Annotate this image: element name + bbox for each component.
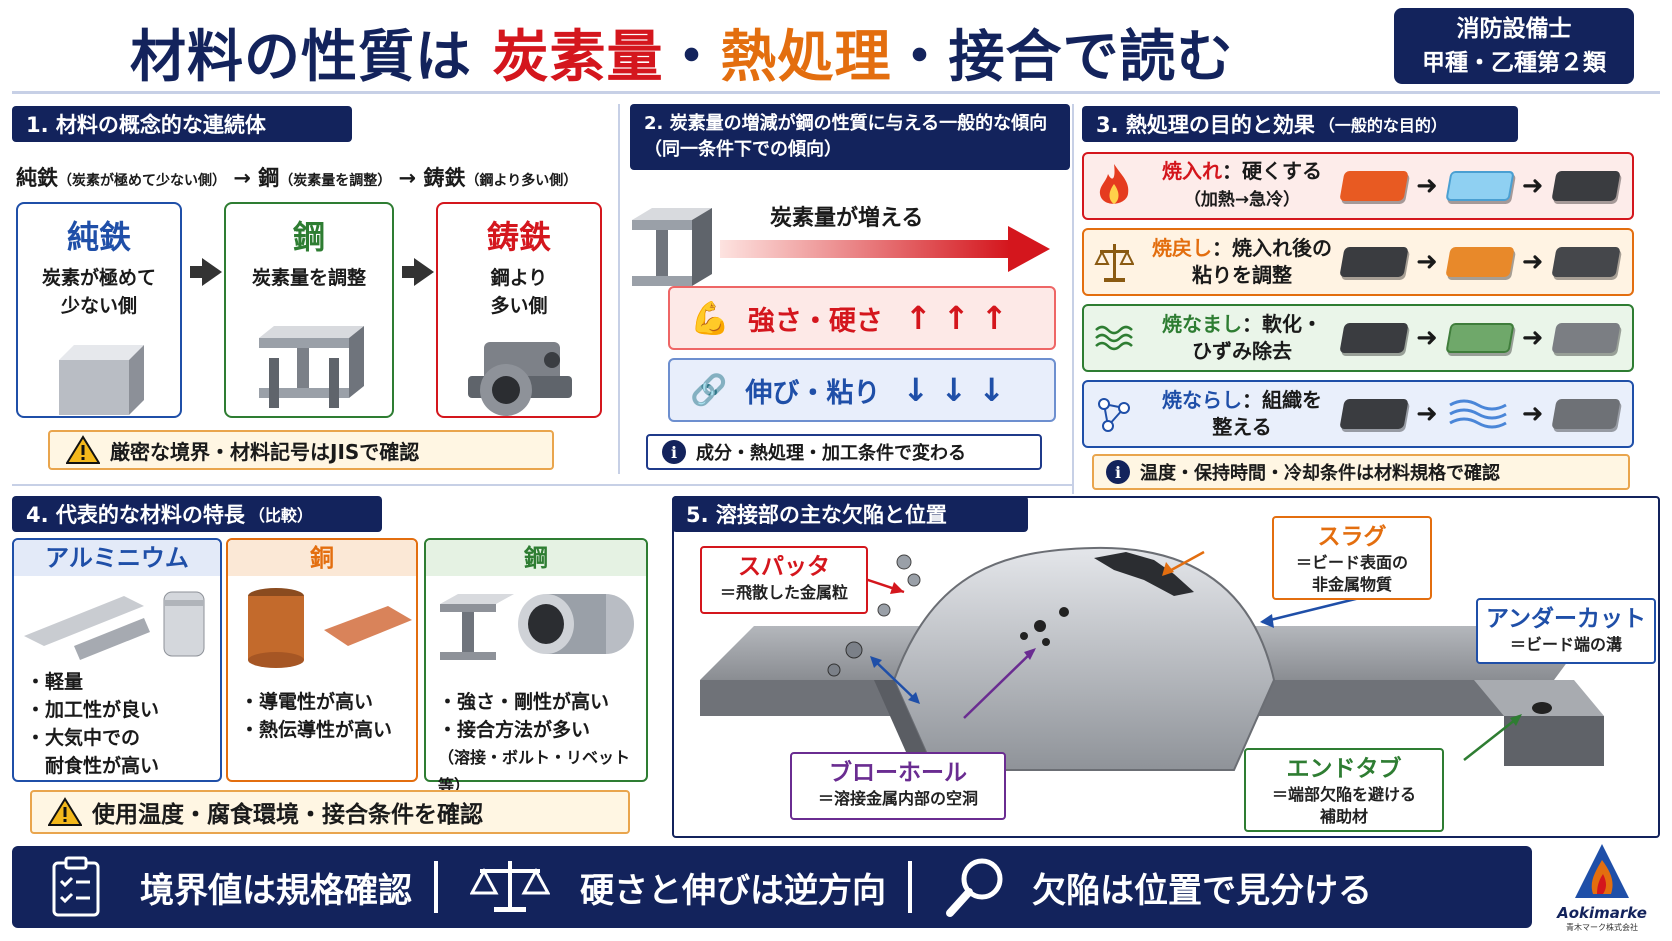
- section2-heading: 2. 炭素量の増減が鋼の性質に与える一般的な傾向 （同一条件下での傾向）: [630, 104, 1070, 170]
- arrows-down-icon: ↓ ↓ ↓: [902, 371, 1006, 409]
- wave-lines-icon: [1095, 325, 1133, 351]
- copper-coil-icon: [248, 588, 412, 668]
- arrow-right-icon: ➜: [1521, 323, 1544, 353]
- soft-block-icon: [1550, 323, 1621, 353]
- process-annealing: 焼なまし：軟化・ひずみ除去 ➜ ➜: [1082, 304, 1634, 372]
- section1-warning-note: 厳密な境界・材料記号はJISで確認: [48, 430, 554, 470]
- section5-heading: 5. 溶接部の主な欠陥と位置: [672, 496, 1028, 532]
- hard-block-icon: [1339, 323, 1409, 353]
- label-undercut: アンダーカット ＝ビード端の溝: [1476, 598, 1656, 664]
- label-slag: スラグ ＝ビード表面の非金属物質: [1272, 516, 1432, 600]
- arrow-right-icon: ➜: [1416, 399, 1438, 429]
- column-divider: [1072, 104, 1074, 494]
- process-tempering: 焼戻し：焼入れ後の粘りを調整 ➜ ➜: [1082, 228, 1634, 296]
- arrow-right-icon: ➜: [1416, 247, 1438, 277]
- material-aluminum: アルミニウム ・軽量 ・加工性が良い ・大気中での 耐食性が高い: [12, 538, 222, 782]
- card-steel: 鋼 炭素量を調整: [224, 202, 394, 418]
- process-normalizing: 焼ならし：組織を整える ➜ ➜: [1082, 380, 1634, 448]
- chain-link-icon: 🔗: [690, 372, 728, 408]
- i-beam-icon: [632, 208, 712, 286]
- aokimarke-logo-icon: [1575, 844, 1629, 898]
- material-copper: 銅 ・導電性が高い ・熱伝導性が高い: [226, 538, 418, 782]
- footer-banner: 境界値は規格確認 硬さと伸びは逆方向 欠陥は位置で見分ける: [12, 846, 1532, 928]
- header: 材料の性質は 炭素量・熱処理・接合で読む 消防設備士 甲種・乙種第２類: [0, 0, 1672, 92]
- section4-warning-note: 使用温度・腐食環境・接合条件を確認: [30, 790, 630, 834]
- exam-badge: 消防設備士 甲種・乙種第２類: [1394, 8, 1634, 84]
- arrow-right-icon: ➜: [1416, 171, 1438, 201]
- magnifier-icon: [946, 858, 1003, 917]
- normalized-block-icon: [1550, 399, 1621, 429]
- arrow-right-icon: [402, 258, 434, 286]
- label-spatter: スパッタ ＝飛散した金属粒: [700, 546, 868, 614]
- hard-block-icon: [1339, 247, 1409, 277]
- arrow-right-icon: ➜: [1521, 399, 1544, 429]
- air-cooling-icon: [1449, 399, 1507, 429]
- weld-diagram: [700, 546, 1604, 771]
- arrow-right-icon: ➜: [1416, 323, 1438, 353]
- furnace-block-icon: [1445, 323, 1515, 353]
- aluminum-parts-icon: [24, 591, 205, 660]
- label-end-tab: エンドタブ ＝端部欠陥を避ける補助材: [1244, 748, 1444, 832]
- structure-nodes-icon: [1098, 398, 1130, 432]
- ductility-down-row: 🔗 伸び・粘り ↓ ↓ ↓: [668, 358, 1056, 422]
- page-title: 材料の性質は 炭素量・熱処理・接合で読む: [130, 25, 1234, 90]
- footer-separator: [908, 861, 912, 913]
- header-divider: [12, 91, 1660, 94]
- section5-frame: [672, 496, 1660, 838]
- hot-block-icon: [1339, 171, 1409, 201]
- section3-heading: 3. 熱処理の目的と効果（一般的な目的）: [1082, 106, 1518, 142]
- arrow-right-icon: [190, 258, 222, 286]
- arrow-right-icon: ➜: [1521, 247, 1544, 277]
- section1-heading: 1. 材料の概念的な連続体: [12, 106, 352, 142]
- card-cast-iron: 鋳鉄 鋼より多い側: [436, 202, 602, 418]
- flame-icon: [1099, 164, 1129, 204]
- water-bath-icon: [1445, 171, 1515, 201]
- cast-part-icon: [468, 342, 572, 416]
- carbon-increase-label: 炭素量が増える: [770, 206, 924, 231]
- warm-block-icon: [1445, 247, 1515, 277]
- tempered-block-icon: [1550, 247, 1621, 277]
- steel-beams-icon: [259, 326, 364, 408]
- balance-scale-icon: [1094, 244, 1134, 282]
- steel-beam-pipe-icon: [440, 594, 634, 660]
- hard-block-icon: [1339, 399, 1409, 429]
- strength-up-row: 💪 強さ・硬さ ↑ ↑ ↑: [668, 286, 1056, 350]
- balance-scale-icon: [470, 861, 550, 912]
- section4-heading: 4. 代表的な材料の特長（比較）: [12, 496, 382, 532]
- company-logo: Aokimarke 青木マーク株式会社: [1540, 842, 1664, 938]
- muscle-icon: 💪: [690, 299, 730, 337]
- footer-separator: [434, 861, 438, 913]
- warning-icon: [66, 435, 100, 464]
- carbon-increase-arrow: [720, 226, 1050, 272]
- iron-block-icon: [59, 345, 144, 415]
- process-quenching: 焼入れ：硬くする（加熱→急冷） ➜ ➜: [1082, 152, 1634, 220]
- row-divider: [12, 484, 1072, 486]
- info-icon: i: [662, 440, 686, 464]
- warning-icon: [48, 797, 82, 826]
- clipboard-icon: [52, 856, 100, 917]
- column-divider: [618, 104, 620, 474]
- arrows-up-icon: ↑ ↑ ↑: [904, 299, 1008, 337]
- hard-block-icon: [1550, 171, 1621, 201]
- material-steel: 鋼 ・強さ・剛性が高い ・接合方法が多い （溶接・ボルト・リベット等）: [424, 538, 648, 795]
- info-icon: i: [1106, 460, 1130, 484]
- arrow-right-icon: ➜: [1521, 171, 1544, 201]
- section1-flow: 純鉄（炭素が極めて少ない側） → 鋼（炭素量を調整） → 鋳鉄（鋼より多い側）: [16, 166, 578, 190]
- label-blowhole: ブローホール ＝溶接金属内部の空洞: [790, 752, 1006, 820]
- card-pure-iron: 純鉄 炭素が極めて少ない側: [16, 202, 182, 418]
